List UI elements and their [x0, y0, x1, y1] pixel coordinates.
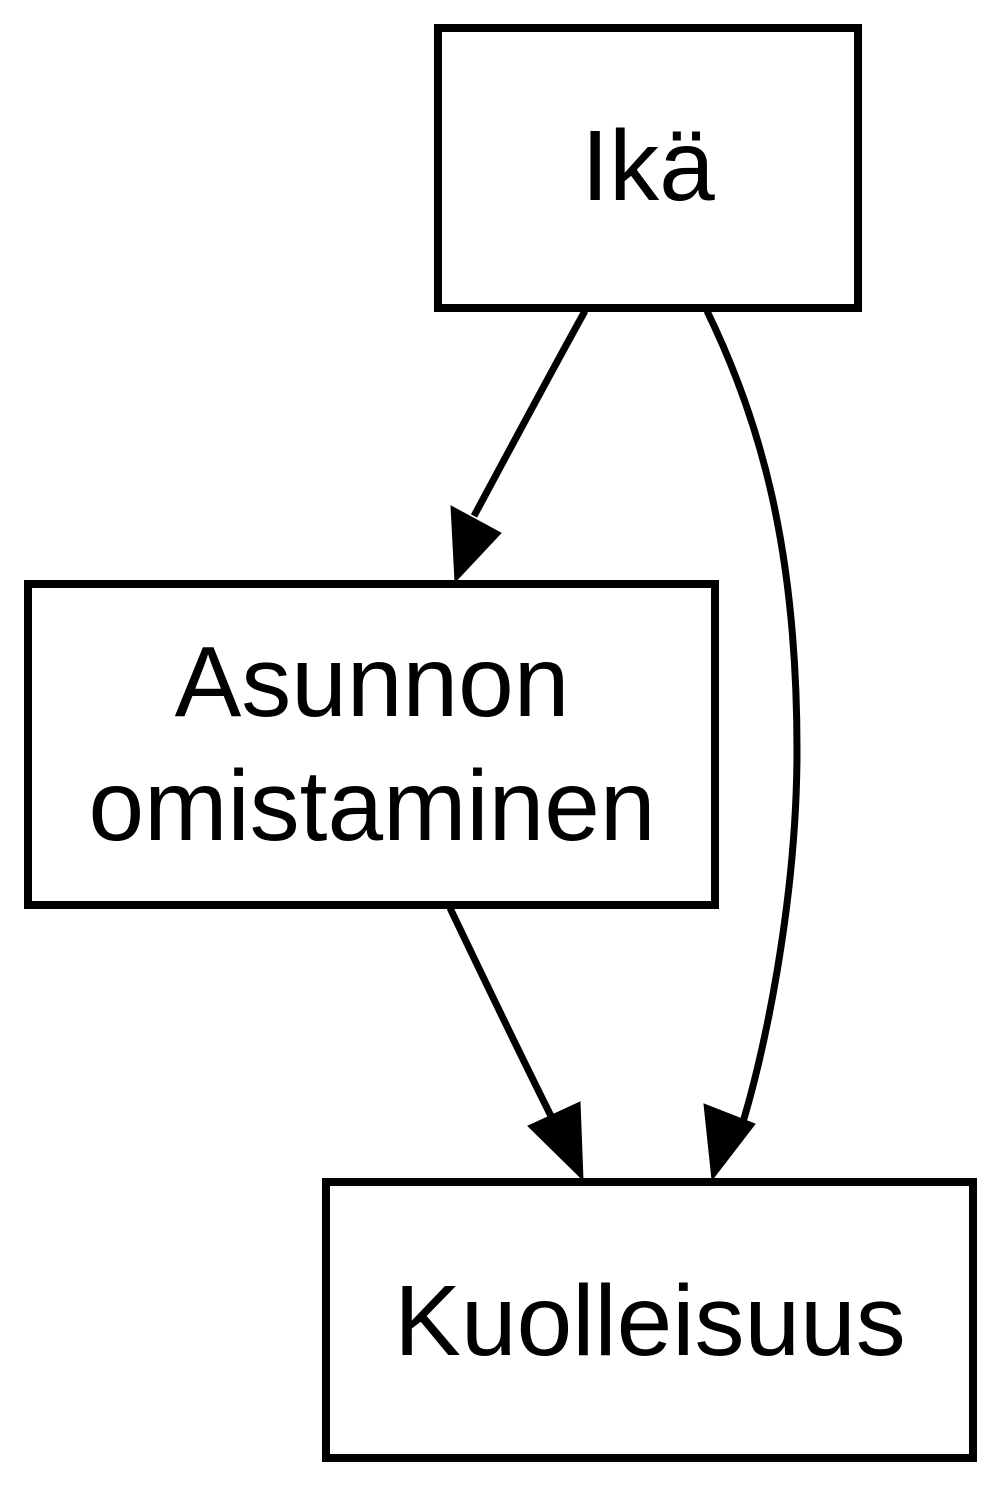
arrowhead-icon: [450, 505, 502, 584]
node-ika-label: Ikä: [581, 110, 715, 222]
node-kuolleisuus[interactable]: Kuolleisuus: [322, 1178, 977, 1462]
node-kuolleisuus-box[interactable]: [322, 1178, 977, 1462]
edge-ika-kuolleisuus-line: [703, 309, 801, 1146]
node-ika-box[interactable]: [434, 24, 862, 312]
node-asunnon-omistaminen-label-line2: omistaminen: [89, 750, 656, 862]
edge-ika-asunnon-line: [470, 309, 589, 518]
edges-layer: [446, 309, 801, 1182]
node-asunnon-omistaminen[interactable]: Asunnon omistaminen: [24, 580, 719, 909]
edge-asunnon-kuolleisuus-line: [446, 906, 557, 1122]
node-asunnon-omistaminen-label-line1: Asunnon: [175, 626, 570, 738]
arrowhead-icon: [527, 1101, 584, 1182]
node-ika[interactable]: Ikä: [434, 24, 862, 312]
edge-ika-asunnon[interactable]: [450, 309, 589, 584]
node-asunnon-omistaminen-box[interactable]: [24, 580, 719, 909]
node-kuolleisuus-label: Kuolleisuus: [394, 1265, 905, 1377]
arrowhead-icon: [703, 1103, 756, 1182]
nodes-layer: Ikä Asunnon omistaminen Kuolleisuus: [24, 24, 977, 1462]
edge-ika-kuolleisuus[interactable]: [703, 309, 801, 1182]
edge-asunnon-kuolleisuus[interactable]: [446, 906, 584, 1182]
